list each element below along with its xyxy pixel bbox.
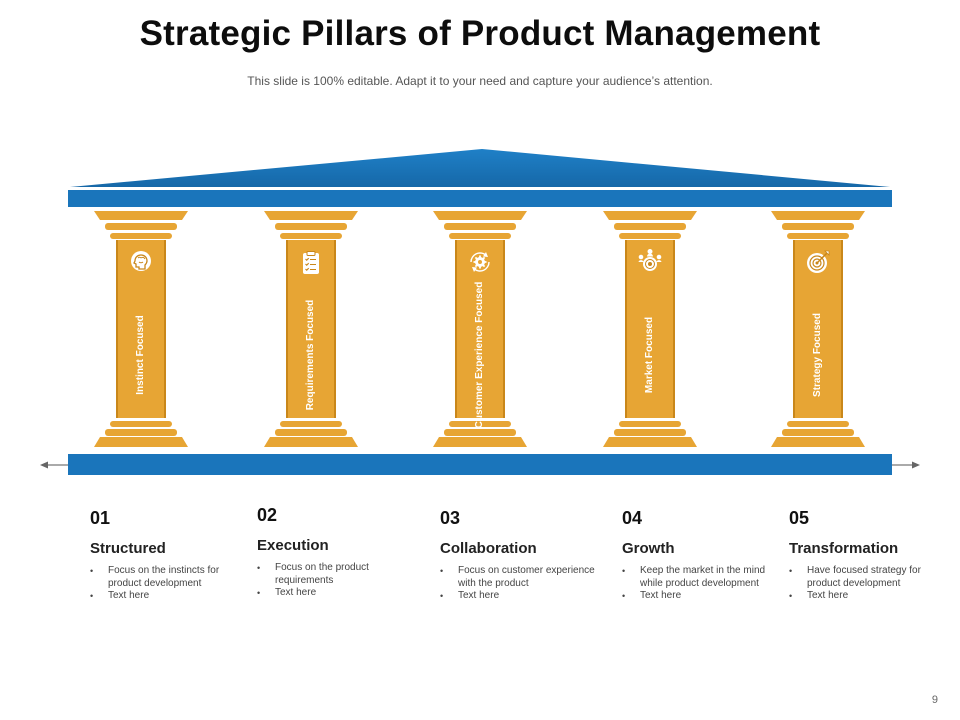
checklist-clipboard-icon bbox=[297, 249, 325, 277]
pillar-number: 04 bbox=[622, 508, 643, 528]
pillar-bullet: Text here bbox=[440, 590, 605, 603]
pillar-number: 01 bbox=[90, 508, 111, 528]
pillar-base-ring bbox=[105, 429, 177, 436]
timeline-arrow-right bbox=[912, 461, 920, 469]
pillar-bullet-list: Focus on the product requirementsText he… bbox=[257, 562, 422, 600]
pillar-capital-ring bbox=[275, 223, 347, 230]
gear-cycle-icon bbox=[466, 248, 494, 276]
pillar-capital-top bbox=[264, 211, 358, 220]
pillar-description: 01StructuredFocus on the instincts for p… bbox=[90, 508, 255, 603]
pillar-shaft-edge bbox=[841, 240, 843, 418]
pillar-number: 05 bbox=[789, 508, 810, 528]
pillar-capital-ring bbox=[782, 223, 854, 230]
pillar-base-plinth bbox=[264, 437, 358, 447]
pillar-bullet-list: Have focused strategy for product develo… bbox=[789, 565, 954, 603]
roof-beam bbox=[68, 190, 892, 207]
pillar-capital-ring bbox=[614, 223, 686, 230]
pillar-base-plinth bbox=[603, 437, 697, 447]
pillar-description: 02ExecutionFocus on the product requirem… bbox=[257, 505, 422, 600]
pillar-label: Requirements Focused bbox=[305, 299, 316, 411]
pillar-shaft bbox=[455, 240, 505, 418]
pillar-heading: Structured bbox=[90, 540, 166, 557]
pillar-base-plinth bbox=[94, 437, 188, 447]
slide-subtitle: This slide is 100% editable. Adapt it to… bbox=[247, 74, 713, 88]
pillar-number: 03 bbox=[440, 508, 461, 528]
pillar-heading: Collaboration bbox=[440, 540, 537, 557]
pillar-shaft-edge bbox=[334, 240, 336, 418]
pillar bbox=[433, 211, 527, 447]
timeline-arrow-left bbox=[40, 461, 48, 469]
pillar-capital-top bbox=[603, 211, 697, 220]
pillar-bullet: Text here bbox=[622, 590, 787, 603]
pillar-capital-ring bbox=[280, 233, 342, 239]
pillar-shaft-edge bbox=[793, 240, 795, 418]
brain-head-icon bbox=[127, 248, 155, 276]
pillar-base-ring bbox=[614, 429, 686, 436]
pillar-bullet-list: Focus on the instincts for product devel… bbox=[90, 565, 255, 603]
pillar-capital-top bbox=[433, 211, 527, 220]
pillar-shaft-edge bbox=[673, 240, 675, 418]
pillar-base-ring bbox=[275, 429, 347, 436]
pillar-capital-ring bbox=[110, 233, 172, 239]
pillar-base-ring bbox=[782, 429, 854, 436]
pillar-shaft-edge bbox=[116, 240, 118, 418]
pillar-capital-ring bbox=[105, 223, 177, 230]
pillar-bullet: Focus on the instincts for product devel… bbox=[90, 565, 255, 590]
slide-title: Strategic Pillars of Product Management bbox=[139, 14, 821, 53]
pillar-bullet: Focus on customer experience with the pr… bbox=[440, 565, 605, 590]
pillar-capital-top bbox=[94, 211, 188, 220]
pillar-label: Market Focused bbox=[644, 316, 655, 394]
roof-pediment bbox=[70, 149, 890, 187]
pillar-base-ring bbox=[619, 421, 681, 427]
pillar-bullet: Text here bbox=[257, 587, 422, 600]
pillar-label: Instinct Focused bbox=[135, 315, 146, 395]
pillar-base-ring bbox=[444, 429, 516, 436]
pillar-capital-top bbox=[771, 211, 865, 220]
page-number: 9 bbox=[931, 694, 938, 706]
pillar-bullet: Have focused strategy for product develo… bbox=[789, 565, 954, 590]
temple-base bbox=[68, 454, 892, 475]
pillar-shaft-edge bbox=[455, 240, 457, 418]
pillar-base-ring bbox=[787, 421, 849, 427]
pillar-heading: Execution bbox=[257, 537, 329, 554]
pillar-shaft-edge bbox=[625, 240, 627, 418]
pillar-shaft-edge bbox=[286, 240, 288, 418]
pillar-shaft-edge bbox=[503, 240, 505, 418]
pillar-base-ring bbox=[280, 421, 342, 427]
people-target-icon bbox=[636, 247, 664, 275]
pillar-bullet-list: Keep the market in the mind while produc… bbox=[622, 565, 787, 603]
pillar-description: 05TransformationHave focused strategy fo… bbox=[789, 508, 954, 603]
pillar-number: 02 bbox=[257, 505, 278, 525]
pillar-heading: Growth bbox=[622, 540, 675, 557]
pillar-heading: Transformation bbox=[789, 540, 899, 557]
target-arrow-icon bbox=[804, 248, 832, 276]
pillar-bullet-list: Focus on customer experience with the pr… bbox=[440, 565, 605, 603]
pillar-capital-ring bbox=[449, 233, 511, 239]
pillar-label: Customer Experience Focused bbox=[474, 281, 485, 429]
pillar-capital-ring bbox=[787, 233, 849, 239]
pillar-bullet: Text here bbox=[789, 590, 954, 603]
pillar-shaft-edge bbox=[164, 240, 166, 418]
pillar-description: 03CollaborationFocus on customer experie… bbox=[440, 508, 605, 603]
pillar bbox=[771, 211, 865, 447]
pillar-base-ring bbox=[110, 421, 172, 427]
pillar-capital-ring bbox=[444, 223, 516, 230]
pillar-base-plinth bbox=[771, 437, 865, 447]
pillar-label: Strategy Focused bbox=[812, 313, 823, 397]
pillar-description: 04GrowthKeep the market in the mind whil… bbox=[622, 508, 787, 603]
pillar-bullet: Focus on the product requirements bbox=[257, 562, 422, 587]
pillar-base-ring bbox=[449, 421, 511, 427]
pillar-base-plinth bbox=[433, 437, 527, 447]
pillar-bullet: Keep the market in the mind while produc… bbox=[622, 565, 787, 590]
pillar-capital-ring bbox=[619, 233, 681, 239]
pillar-bullet: Text here bbox=[90, 590, 255, 603]
